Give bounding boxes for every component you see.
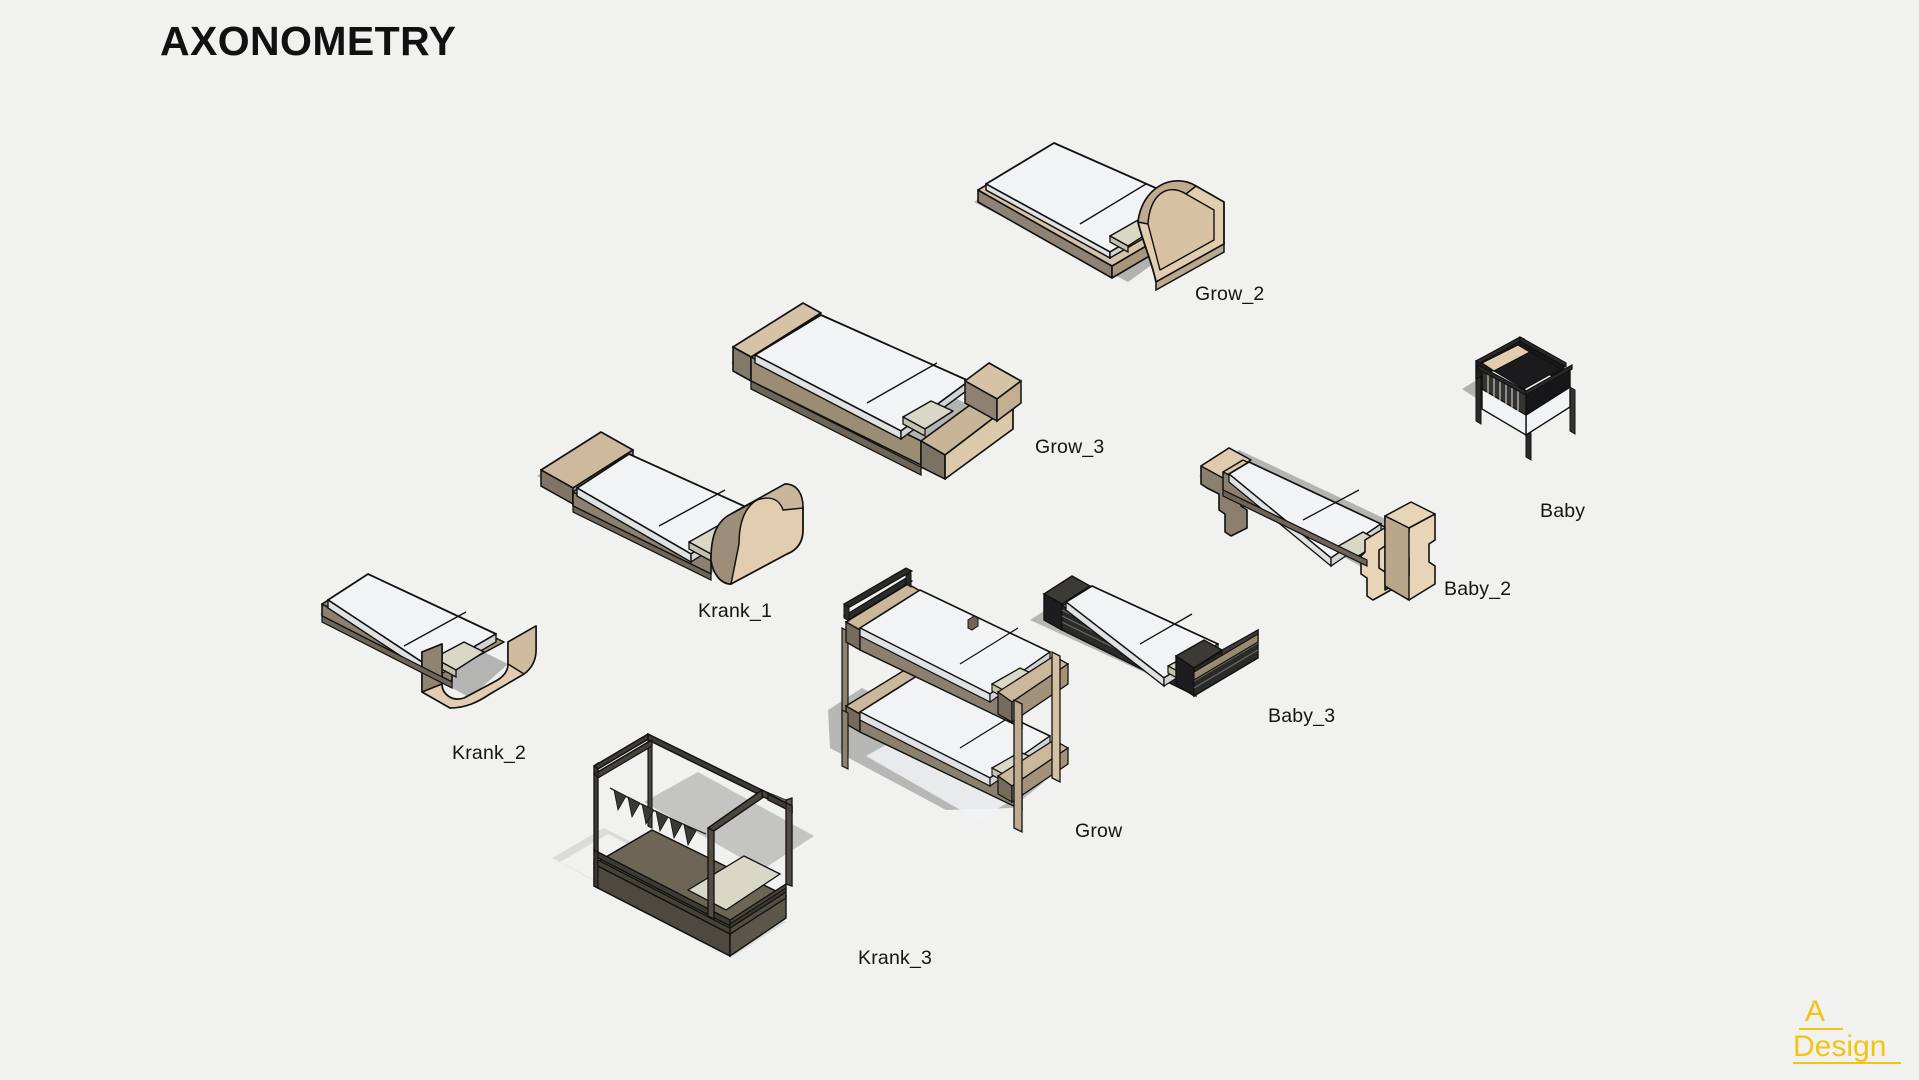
model-grow-2[interactable] <box>960 110 1240 292</box>
brand-logo[interactable]: A Design <box>1793 996 1901 1064</box>
model-grow[interactable] <box>828 560 1098 850</box>
model-label-grow: Grow <box>1075 820 1123 842</box>
model-krank-3[interactable] <box>548 728 848 978</box>
model-label-grow-3: Grow_3 <box>1035 436 1105 458</box>
model-label-krank-1: Krank_1 <box>698 600 773 622</box>
model-label-baby-2: Baby_2 <box>1444 578 1512 600</box>
model-label-baby: Baby <box>1540 500 1586 522</box>
brand-logo-line1: A <box>1799 996 1843 1030</box>
model-grow-3[interactable] <box>725 285 1035 481</box>
page-title: AXONOMETRY <box>160 18 457 64</box>
model-label-baby-3: Baby_3 <box>1268 705 1336 727</box>
model-label-krank-3: Krank_3 <box>858 947 933 969</box>
model-krank-1[interactable] <box>535 400 825 585</box>
model-baby-3[interactable] <box>1030 548 1270 698</box>
model-label-grow-2: Grow_2 <box>1195 283 1265 305</box>
model-baby-2[interactable] <box>1195 410 1445 602</box>
model-krank-2[interactable] <box>318 548 553 709</box>
model-baby[interactable] <box>1460 325 1590 465</box>
brand-logo-line2: Design <box>1793 1030 1901 1064</box>
model-label-krank-2: Krank_2 <box>452 742 527 764</box>
